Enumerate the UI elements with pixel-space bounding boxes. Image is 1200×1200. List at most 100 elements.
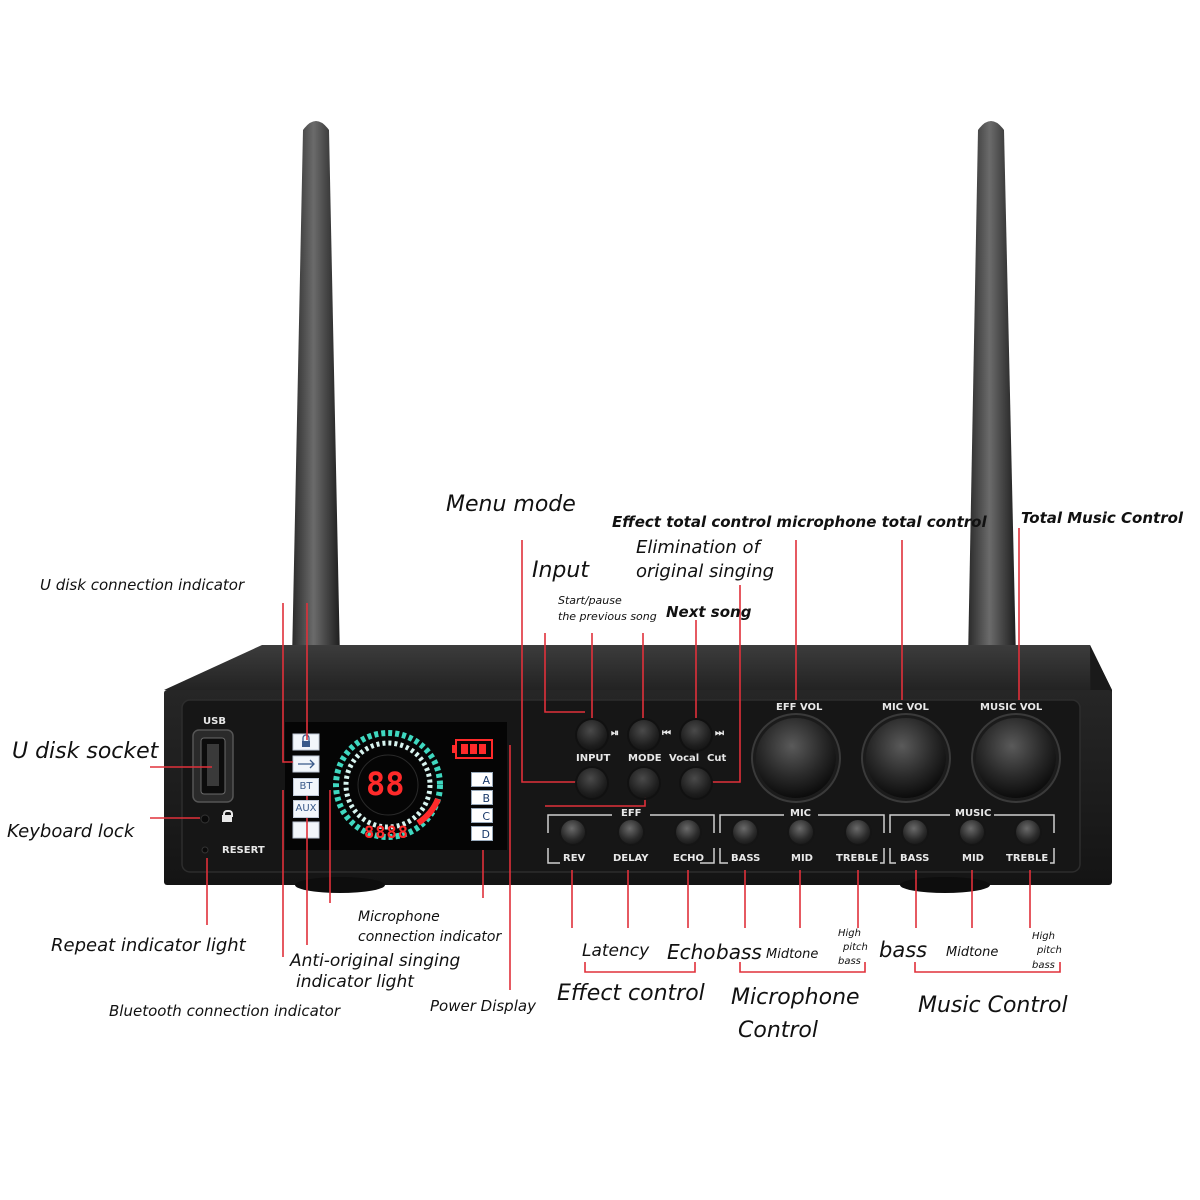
cut-label: Cut (707, 753, 727, 764)
music-control-label: Music Control (918, 993, 1068, 1018)
foot-left (295, 877, 385, 893)
mic-vol-knob[interactable] (866, 718, 946, 798)
mic-treble-label: TREBLE (836, 853, 879, 864)
music-treble-knob[interactable] (1016, 820, 1040, 844)
effect-total-label: Effect total control microphone total co… (612, 513, 987, 531)
mic-mid-knob[interactable] (789, 820, 813, 844)
input-label: Input (532, 558, 589, 583)
mic-connection-label-1: Microphone (358, 909, 440, 925)
mic-bass-label: BASS (731, 853, 761, 864)
mode-button[interactable] (629, 768, 659, 798)
prev-button[interactable] (629, 720, 659, 750)
music-bass-label: BASS (900, 853, 930, 864)
mic-bass-knob[interactable] (733, 820, 757, 844)
lcd-meter-ring (333, 730, 443, 840)
lcd-main-digits: 88 (366, 765, 405, 803)
repeat-indicator-label: Repeat indicator light (51, 935, 246, 956)
eff-group-frame (547, 814, 715, 864)
input-button-label: INPUT (576, 753, 611, 764)
next-song-label: Next song (666, 603, 752, 621)
start-pause-label-1: Start/pause (558, 594, 622, 607)
high-pitch-2-line-3: bass (1032, 960, 1055, 971)
music-group-title: MUSIC (955, 808, 992, 819)
delay-label: DELAY (613, 853, 649, 864)
music-mid-label: MID (962, 853, 984, 864)
anti-original-label-1: Anti-original singing (290, 951, 461, 971)
lock-icon (222, 810, 233, 822)
aux-indicator: AUX (293, 800, 319, 818)
music-group-frame (889, 814, 1055, 864)
high-pitch-2-line-1: High (1032, 931, 1055, 942)
bt-indicator: BT (293, 778, 319, 796)
echo-knob[interactable] (676, 820, 700, 844)
mic-treble-knob[interactable] (846, 820, 870, 844)
total-music-label: Total Music Control (1021, 509, 1184, 527)
microphone-control-label-1: Microphone (731, 985, 860, 1010)
mic-channel-a: A (471, 772, 493, 787)
elimination-label-1: Elimination of (636, 537, 760, 558)
mic-channel-d: D (471, 826, 493, 841)
prev-icon: ⏮ (662, 728, 671, 739)
u-disk-indicator-label: U disk connection indicator (40, 576, 245, 594)
vocal-cut-button[interactable] (681, 768, 711, 798)
left-antenna (292, 121, 340, 660)
music-bass-knob[interactable] (903, 820, 927, 844)
music-mid-knob[interactable] (960, 820, 984, 844)
mic-vol-label: MIC VOL (882, 702, 929, 713)
bluetooth-connection-label: Bluetooth connection indicator (109, 1002, 341, 1020)
high-pitch-2-line-2: pitch (1037, 945, 1062, 956)
music-vol-label: MUSIC VOL (980, 702, 1043, 713)
mic-group-title: MIC (790, 808, 812, 819)
bass-annotation-2: bass (879, 938, 928, 962)
midtone-annotation-1: Midtone (766, 947, 819, 962)
high-pitch-1-line-3: bass (838, 956, 861, 967)
usb-label: USB (203, 716, 226, 727)
right-antenna (968, 121, 1016, 660)
play-pause-icon: ⏯ (611, 728, 619, 739)
effect-control-label: Effect control (557, 981, 705, 1006)
echo-label: ECHO (673, 853, 705, 864)
vocal-label: Vocal (669, 753, 700, 764)
eff-vol-label: EFF VOL (776, 702, 823, 713)
midtone-annotation-2: Midtone (946, 945, 999, 960)
lcd-small-digits: 8888 (364, 823, 409, 843)
high-pitch-1-line-2: pitch (843, 942, 868, 953)
start-pause-label-2: the previous song (558, 610, 657, 623)
resert-label: RESERT (222, 845, 265, 856)
bass-annotation-1: bass (716, 940, 762, 964)
play-pause-button[interactable] (577, 720, 607, 750)
microphone-control-label-2: Control (738, 1018, 819, 1043)
high-pitch-1-line-1: High (838, 928, 861, 939)
repeat-led (201, 846, 209, 854)
leader-lines (150, 528, 1061, 990)
delay-knob[interactable] (619, 820, 643, 844)
keyboard-lock-label: Keyboard lock (7, 821, 135, 842)
mic-channel-b: B (471, 790, 493, 805)
mic-mid-label: MID (791, 853, 813, 864)
power-display-label: Power Display (430, 997, 536, 1015)
mic-channel-c: C (471, 808, 493, 823)
foot-right (900, 877, 990, 893)
eff-vol-knob[interactable] (756, 718, 836, 798)
menu-mode-label: Menu mode (446, 492, 576, 517)
eff-group-title: EFF (621, 808, 642, 819)
rev-label: REV (563, 853, 586, 864)
next-icon: ⏭ (715, 728, 724, 739)
mic-group-frame (719, 814, 885, 864)
chassis-top (164, 645, 1112, 690)
rev-knob[interactable] (561, 820, 585, 844)
u-disk-socket-label: U disk socket (12, 739, 159, 764)
elimination-label-2: original singing (636, 561, 775, 582)
lock-led (200, 814, 210, 824)
next-button[interactable] (681, 720, 711, 750)
voice-indicator-box (292, 821, 320, 839)
music-vol-knob[interactable] (976, 718, 1056, 798)
anti-original-label-2: indicator light (296, 972, 414, 992)
battery-icon (452, 739, 493, 759)
latency-label: Latency (582, 941, 650, 961)
echo-annotation: Echo (667, 940, 716, 964)
mode-button-label: MODE (628, 753, 662, 764)
input-button[interactable] (577, 768, 607, 798)
music-treble-label: TREBLE (1006, 853, 1049, 864)
